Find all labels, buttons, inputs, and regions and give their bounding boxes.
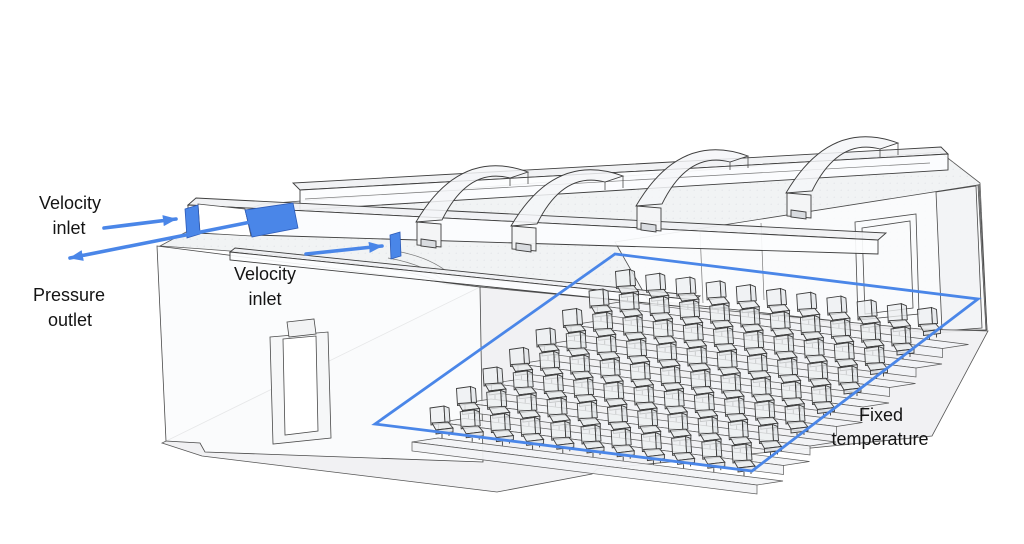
fixed-temperature-label: Fixed temperature xyxy=(831,405,928,449)
velocity-inlet-patch-1 xyxy=(184,204,201,239)
duct-arch xyxy=(635,149,750,207)
pressure-outlet-label: Pressure outlet xyxy=(33,285,105,330)
duct-arch xyxy=(785,136,900,194)
velocity-inlet-mid-line2: inlet xyxy=(248,289,281,309)
annotation-arrows xyxy=(68,215,384,261)
velocity-inlet-mid-line1: Velocity xyxy=(234,264,296,284)
pressure-outlet-line1: Pressure xyxy=(33,285,105,305)
left-wall xyxy=(156,245,484,463)
right-end-panel xyxy=(935,185,983,332)
velocity-inlet-top-line1: Velocity xyxy=(39,193,101,213)
door-frame-top-box xyxy=(286,318,317,338)
pressure-outlet-arrow xyxy=(68,219,258,261)
pressure-outlet-line2: outlet xyxy=(48,310,92,330)
tier-platform-front xyxy=(411,441,758,495)
duct-drop-opening xyxy=(515,242,532,253)
fixed-temperature-line1: Fixed xyxy=(859,405,903,425)
velocity-inlet-top-label: Velocity inlet xyxy=(39,193,101,238)
velocity-inlet-top-line2: inlet xyxy=(52,218,85,238)
fixed-temperature-line2: temperature xyxy=(831,429,928,449)
duct-arch xyxy=(415,165,530,223)
duct-drop-opening xyxy=(640,222,657,233)
velocity-inlet-2-arrow xyxy=(304,241,384,256)
velocity-inlet-1-arrow xyxy=(102,215,178,230)
fixed-temperature-region-outline xyxy=(371,252,982,473)
velocity-inlet-patch-2 xyxy=(389,231,402,260)
duct-arches xyxy=(415,136,900,253)
annotation-labels: Velocity inlet Pressure outlet Velocity … xyxy=(33,193,929,449)
pressure-outlet-patch xyxy=(244,202,299,238)
door-frame-inner xyxy=(282,335,319,436)
duct-drop-opening xyxy=(790,209,807,220)
duct-arch xyxy=(510,169,625,227)
duct-drop-opening xyxy=(420,238,437,249)
velocity-inlet-mid-label: Velocity inlet xyxy=(234,264,296,309)
boundary-patches xyxy=(184,202,402,260)
right-wall-edge xyxy=(978,183,988,331)
seating-array xyxy=(411,269,969,495)
